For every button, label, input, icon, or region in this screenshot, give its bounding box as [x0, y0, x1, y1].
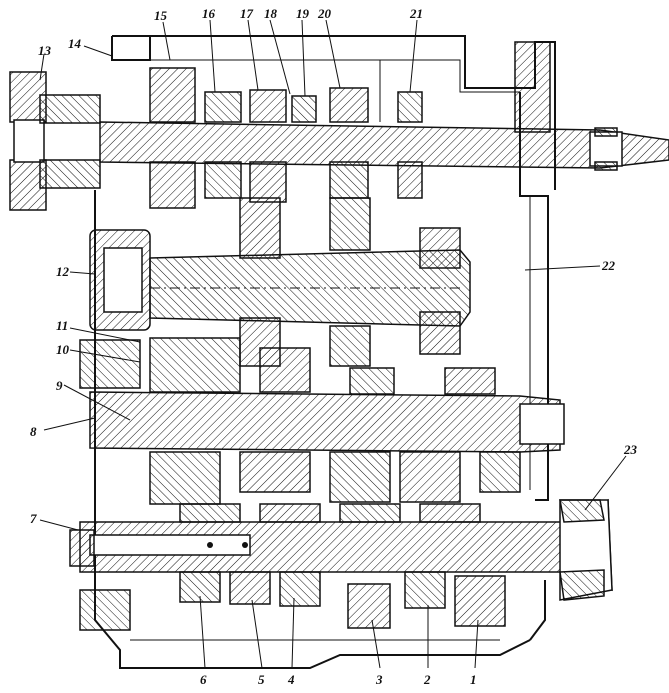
- label-13: 13: [38, 43, 52, 58]
- label-4: 4: [287, 672, 295, 687]
- label-19: 19: [296, 6, 310, 21]
- label-16: 16: [202, 6, 216, 21]
- label-21: 21: [409, 6, 423, 21]
- label-8: 8: [30, 424, 37, 439]
- label-22: 22: [601, 258, 616, 273]
- label-1: 1: [470, 672, 477, 687]
- label-20: 20: [317, 6, 332, 21]
- countershaft: [79, 337, 565, 505]
- label-10: 10: [56, 342, 70, 357]
- output-shaft: [69, 498, 613, 631]
- label-23: 23: [623, 442, 638, 457]
- middle-shaft: [89, 197, 471, 367]
- label-17: 17: [240, 6, 254, 21]
- label-11: 11: [56, 318, 68, 333]
- label-7: 7: [30, 511, 37, 526]
- upper-shaft: [99, 60, 669, 209]
- label-3: 3: [375, 672, 383, 687]
- label-14: 14: [68, 36, 82, 51]
- label-6: 6: [200, 672, 207, 687]
- label-2: 2: [423, 672, 431, 687]
- part-labels: 1 2 3 4 5 6 7 8 9 10 11 12 13 14 15 16 1…: [30, 6, 638, 687]
- label-5: 5: [258, 672, 265, 687]
- label-9: 9: [56, 378, 63, 393]
- label-18: 18: [264, 6, 278, 21]
- label-12: 12: [56, 264, 70, 279]
- leader-lines: [39, 19, 627, 669]
- label-15: 15: [154, 8, 168, 23]
